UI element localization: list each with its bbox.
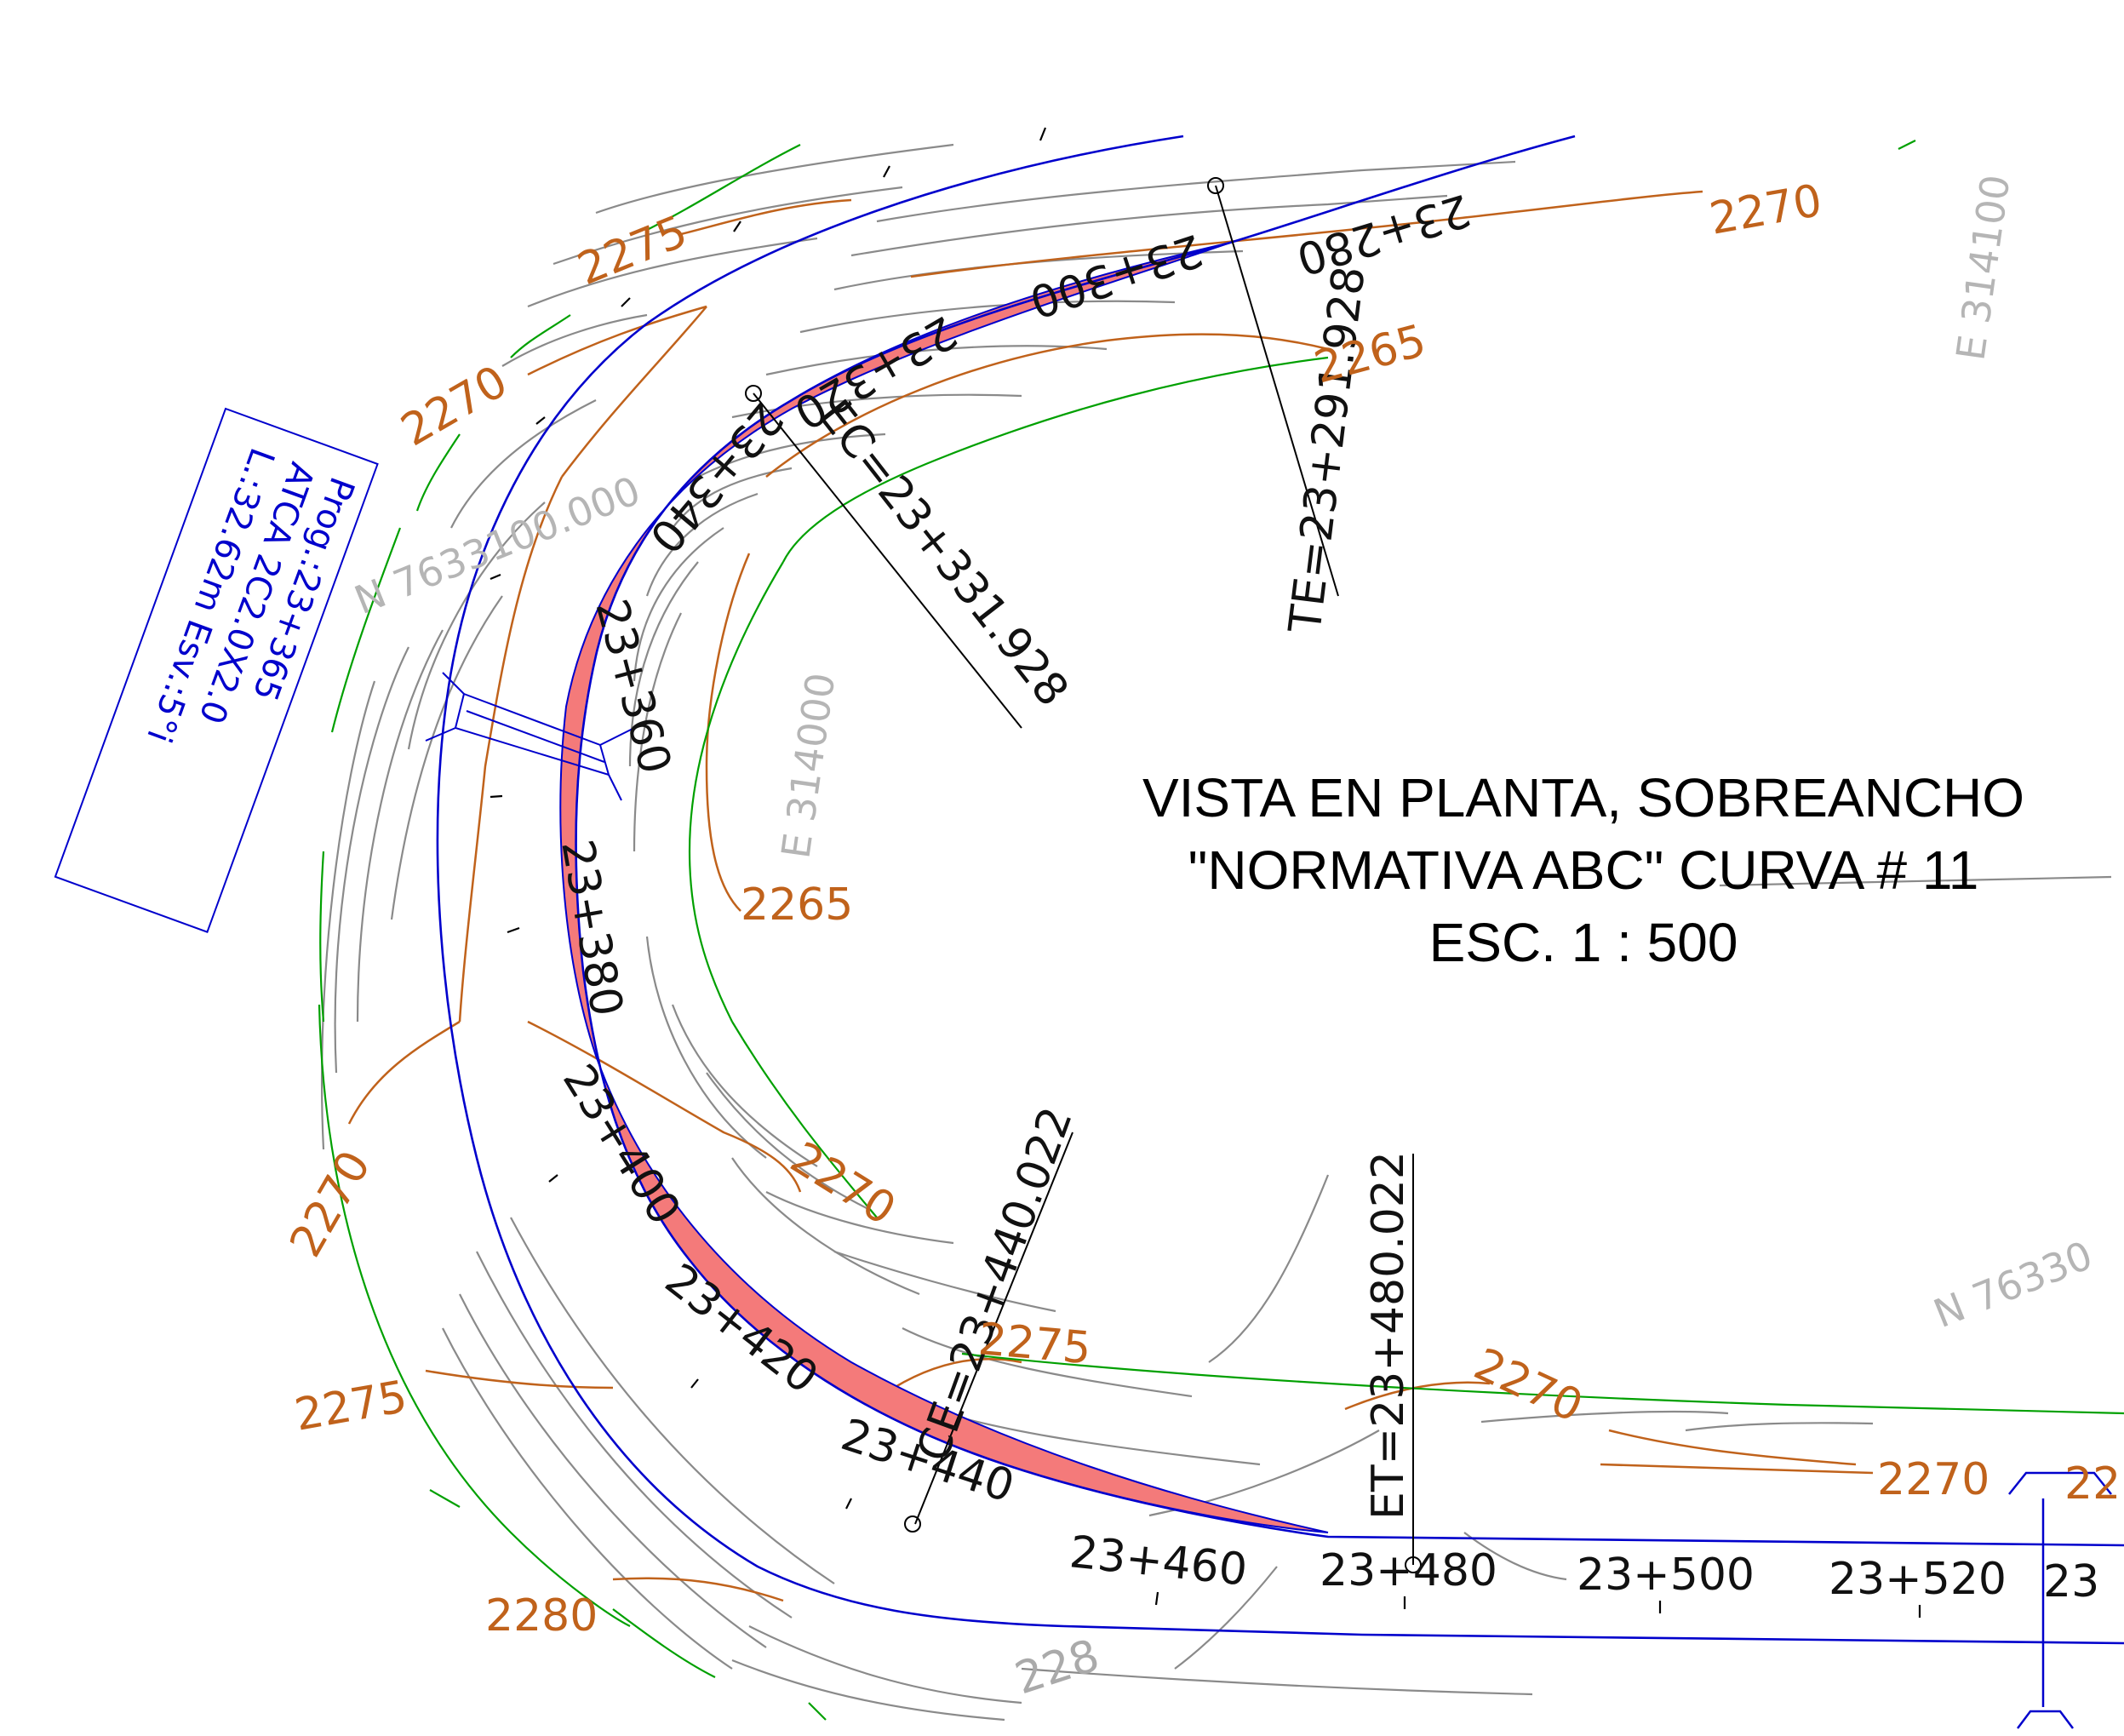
culvert xyxy=(425,672,644,801)
curve-point-leaders xyxy=(745,177,1422,1573)
contour-label: 2265 xyxy=(741,879,853,931)
contour-label: 2275 xyxy=(291,1372,411,1441)
contour-label: 2280 xyxy=(485,1590,598,1641)
station-label: 23+380 xyxy=(551,836,632,1020)
station-label: 23+360 xyxy=(585,594,680,779)
contour-label: 2270 xyxy=(1877,1454,1989,1505)
drawing-title: VISTA EN PLANTA, SOBREANCHO "NORMATIVA A… xyxy=(1056,762,2111,979)
station-label: 23+480 xyxy=(1320,1545,1497,1596)
station-label: 23+520 xyxy=(1829,1554,2007,1605)
station-label: 23+460 xyxy=(1068,1527,1250,1596)
green-contours xyxy=(318,140,2124,1721)
contour-label: 2270 xyxy=(280,1143,381,1266)
station-label: 23+400 xyxy=(552,1056,690,1234)
station-label: 23 xyxy=(2043,1556,2099,1607)
contour-label: 2270 xyxy=(1706,175,1826,245)
station-label: 23+500 xyxy=(1577,1550,1755,1601)
grid-label: E 314100 xyxy=(1947,172,2018,364)
grid-label: N 76330 xyxy=(1927,1232,2098,1337)
contour-label: 2275 xyxy=(570,206,694,295)
station-label: 23+300 xyxy=(1023,224,1208,328)
contour-label: 22 xyxy=(2064,1458,2121,1510)
station-ticks xyxy=(489,127,1921,1618)
title-line-1: VISTA EN PLANTA, SOBREANCHO xyxy=(1142,767,2025,828)
index-contours xyxy=(347,190,1874,1602)
station-label: 23+340 xyxy=(639,393,793,563)
grid-label: E 314000 xyxy=(772,670,844,862)
station-label: 23+280 xyxy=(1291,184,1475,284)
road-alignment xyxy=(436,135,2124,1645)
title-line-3: ESC. 1 : 500 xyxy=(1428,912,1738,973)
ce-label: CE=23+440.022 xyxy=(907,1101,1083,1469)
title-line-2: "NORMATIVA ABC" CURVA # 11 xyxy=(1188,839,1979,901)
right-structure xyxy=(2008,1471,2112,1729)
contour-label: 228 xyxy=(1009,1630,1105,1705)
ec-label: EC=23+331.928 xyxy=(809,391,1079,716)
et-label: ET=23+480.022 xyxy=(1363,1151,1414,1520)
contour-label: 2275 xyxy=(976,1314,1093,1374)
culvert-note-box: Prog.:23+365 ATCA 2C2.0X2.0 L.:32.62m Es… xyxy=(54,407,379,933)
